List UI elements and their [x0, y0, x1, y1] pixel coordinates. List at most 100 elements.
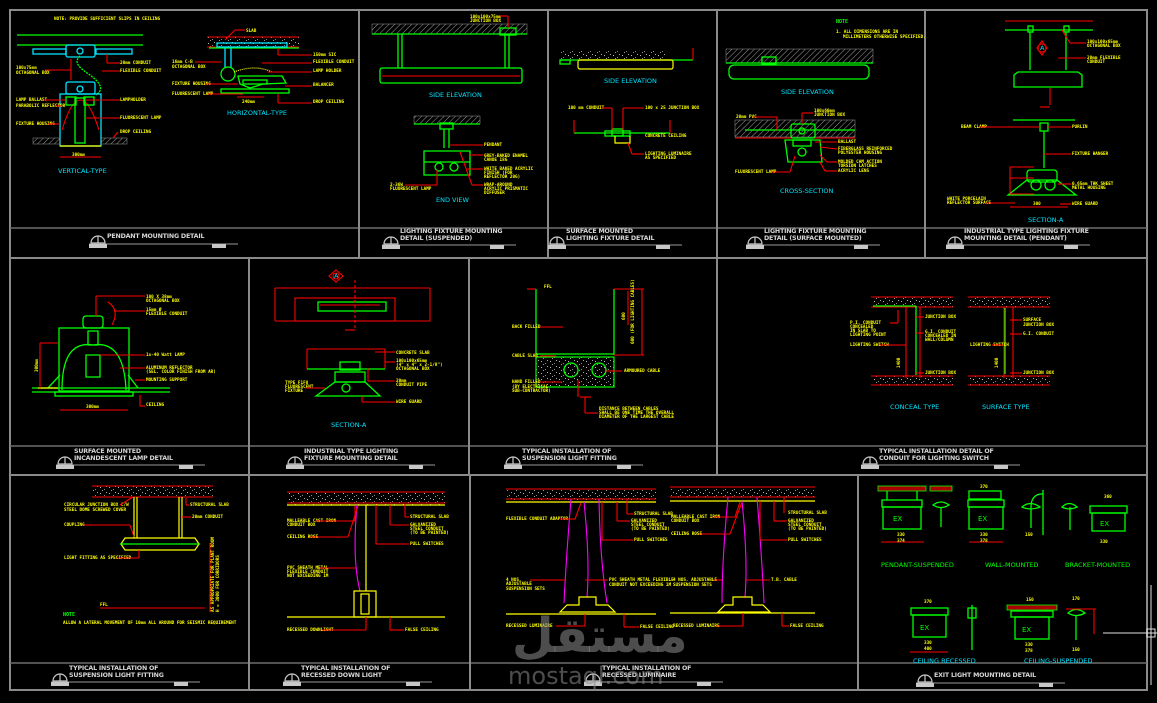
svg-text:150: 150 — [1072, 647, 1080, 653]
title-line-1: INDUSTRIAL TYPE LIGHTING — [304, 448, 398, 455]
svg-text:LAMPHOLDER: LAMPHOLDER — [120, 97, 146, 103]
note-title-2: NOTE — [63, 612, 75, 618]
svg-text:GALVANIZED: GALVANIZED — [631, 518, 657, 524]
caption-conceal-type: CONCEAL TYPE — [890, 403, 939, 411]
detail-symbol-icon — [57, 456, 73, 465]
svg-text:CONDUIT: CONDUIT — [1087, 59, 1106, 65]
svg-text:0.65mm THK SHEET: 0.65mm THK SHEET — [1072, 181, 1114, 187]
svg-text:100x100x75mm: 100x100x75mm — [470, 14, 501, 20]
svg-text:COUPLING: COUPLING — [64, 522, 85, 528]
svg-text:FLUORESCENT: FLUORESCENT — [285, 384, 314, 390]
title-line-1: TYPICAL INSTALLATION OF — [301, 665, 390, 672]
svg-text:CIRCULAR JUNCTION BOX C/W: CIRCULAR JUNCTION BOX C/W — [64, 502, 129, 508]
svg-text:SURFACE: SURFACE — [1023, 317, 1042, 323]
svg-text:FLUORESCENT LAMP: FLUORESCENT LAMP — [120, 115, 162, 121]
svg-text:MOLDED CAM ACTION: MOLDED CAM ACTION — [838, 159, 882, 165]
scale-bar — [51, 682, 69, 686]
svg-text:SUSPENSION SETS: SUSPENSION SETS — [673, 582, 712, 588]
title-line-1: LIGHTING FIXTURE MOUNTING — [764, 228, 866, 235]
svg-text:DIFFUSER: DIFFUSER — [484, 190, 505, 196]
caption-cross-section: CROSS-SECTION — [780, 187, 834, 195]
svg-text:EX: EX — [978, 515, 987, 523]
svg-text:FINISH (FOR: FINISH (FOR — [484, 170, 513, 176]
svg-text:100x100x65mm: 100x100x65mm — [1087, 39, 1118, 45]
scale-bar — [861, 465, 879, 469]
svg-text:PVC SHEATH METAL: PVC SHEATH METAL — [287, 565, 329, 571]
svg-text:300: 300 — [1033, 201, 1041, 207]
caption-end-view: END VIEW — [436, 196, 470, 204]
svg-text:STRUCTURAL SLAB: STRUCTURAL SLAB — [788, 510, 827, 516]
svg-text:POLYESTER HOUSING: POLYESTER HOUSING — [838, 150, 882, 156]
detail-symbol-icon — [90, 235, 106, 244]
caption-vertical-type: VERTICAL-TYPE — [58, 167, 107, 175]
svg-text:CEILING ROSE: CEILING ROSE — [287, 534, 318, 540]
svg-text:CABLE SLAB: CABLE SLAB — [512, 353, 538, 359]
svg-text:GREY-BAKED ENAMEL: GREY-BAKED ENAMEL — [484, 153, 528, 159]
title-line-2: SUSPENSION LIGHT FITTING — [69, 672, 164, 679]
scale-bar — [406, 682, 420, 686]
svg-text:FLUORESCENT LAMP: FLUORESCENT LAMP — [735, 169, 777, 175]
svg-text:FALSE CEILING: FALSE CEILING — [640, 624, 674, 630]
svg-text:1400: 1400 — [994, 357, 1000, 368]
caption-section-a: SECTION-A — [1028, 216, 1064, 224]
scale-bar — [382, 245, 400, 249]
scale-bar — [490, 245, 504, 249]
svg-text:CONDUIT BOX: CONDUIT BOX — [671, 518, 700, 524]
svg-text:150: 150 — [1025, 532, 1033, 538]
note-title: NOTE — [836, 19, 848, 25]
svg-text:ACRYLIC PRISMATIC: ACRYLIC PRISMATIC — [484, 186, 528, 192]
svg-text:WALL/COLUMN: WALL/COLUMN — [925, 337, 954, 343]
scale-bar — [286, 465, 304, 469]
svg-text:PULL SWITCHES: PULL SWITCHES — [410, 541, 444, 547]
svg-text:240mm: 240mm — [242, 99, 255, 105]
svg-text:100x75mm: 100x75mm — [16, 65, 37, 71]
watermark-latin: mostaql.com — [508, 662, 664, 690]
scale-bar — [504, 465, 522, 469]
caption-side-elevation-2: SIDE ELEVATION — [604, 77, 657, 85]
svg-text:(4" x 4" x 2-1/8"): (4" x 4" x 2-1/8") — [396, 362, 443, 368]
svg-text:ADJUSTABLE: ADJUSTABLE — [506, 581, 532, 587]
title-line-2: SUSPENSION LIGHT FITTING — [522, 455, 617, 462]
svg-text:T.B. CABLE: T.B. CABLE — [771, 577, 797, 583]
svg-text:SHALL BE ONE TIME THE OVERALL: SHALL BE ONE TIME THE OVERALL — [599, 410, 674, 416]
note-text: NOTE: PROVIDE SUFFICIENT SLIPS IN CEILIN… — [54, 16, 160, 22]
detail-symbol-icon — [52, 673, 68, 682]
svg-text:WRAP-AROUND: WRAP-AROUND — [484, 182, 513, 188]
svg-text:OCTAGONAL BOX: OCTAGONAL BOX — [146, 298, 180, 304]
svg-text:150mm SIC: 150mm SIC — [313, 52, 337, 58]
svg-text:G.I. CONDUIT: G.I. CONDUIT — [925, 329, 956, 335]
title-line-1: TYPICAL INSTALLATION OF — [522, 448, 611, 455]
svg-text:A: A — [334, 272, 339, 280]
svg-text:LIGHTING SWITCH: LIGHTING SWITCH — [970, 342, 1009, 348]
detail-symbol-icon — [917, 674, 933, 683]
svg-text:PVC SHEATH METAL FLEXIBLE: PVC SHEATH METAL FLEXIBLE — [609, 577, 674, 583]
svg-text:100 x 25 JUNCTION BOX: 100 x 25 JUNCTION BOX — [645, 105, 700, 111]
svg-text:CONDUIT PIPE: CONDUIT PIPE — [396, 382, 427, 388]
panel-recessed-luminaire: FLEXIBLE CONDUIT ADAPTOR STRUCTURAL SLAB… — [506, 486, 827, 630]
svg-text:FLEXIBLE CONDUIT: FLEXIBLE CONDUIT — [313, 59, 355, 65]
svg-text:RECESSED DOWNLIGHT: RECESSED DOWNLIGHT — [287, 627, 334, 633]
svg-text:SUB-CONTRACTOR): SUB-CONTRACTOR) — [512, 388, 551, 394]
title-line-1: SURFACE MOUNTED — [74, 448, 141, 455]
cad-crosshair-cursor[interactable] — [1103, 585, 1157, 685]
detail-symbol-icon — [287, 456, 303, 465]
svg-text:170: 170 — [1072, 596, 1080, 602]
panel-industrial: A CONCRETE SLAB 100x100x65mm(4" x 4" x 2… — [274, 269, 443, 429]
caption-ceiling-recessed: CEILING RECESSED — [913, 657, 976, 665]
svg-text:PARABOLIC REFLECTOR: PARABOLIC REFLECTOR — [16, 103, 66, 109]
svg-text:LAMP HOLDER: LAMP HOLDER — [313, 68, 342, 74]
scale-bar — [1064, 245, 1078, 249]
scale-bar — [946, 245, 964, 249]
svg-text:OCTAGONAL BOX: OCTAGONAL BOX — [172, 64, 206, 70]
svg-text:JUNCTION BOX: JUNCTION BOX — [1023, 370, 1054, 376]
detail-symbol-icon — [862, 456, 878, 465]
svg-text:JUNCTION BOX: JUNCTION BOX — [814, 112, 845, 118]
title-block-industrial-pendant: INDUSTRIAL TYPE LIGHTING FIXTUREMOUNTING… — [946, 228, 1090, 249]
svg-text:PULL SWITCHES: PULL SWITCHES — [788, 537, 822, 543]
